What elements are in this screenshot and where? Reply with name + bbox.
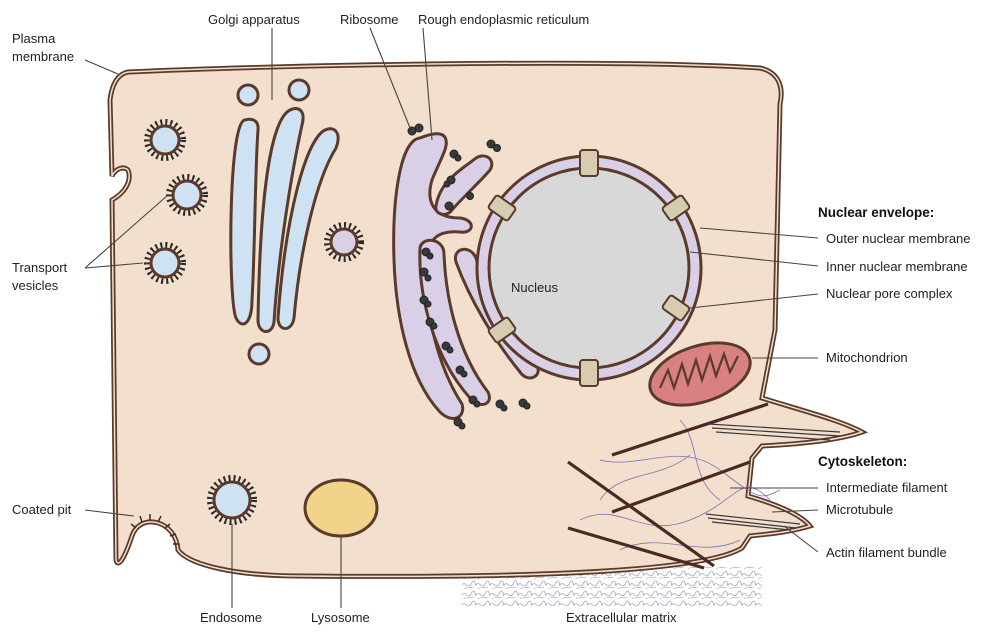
label-mitochondrion: Mitochondrion — [826, 350, 908, 365]
label-inner-nuclear-membrane: Inner nuclear membrane — [826, 259, 968, 274]
label-outer-nuclear-membrane: Outer nuclear membrane — [826, 231, 971, 246]
label-transport-vesicles-1: Transport — [12, 260, 68, 275]
label-ribosome: Ribosome — [340, 12, 399, 27]
lysosome — [305, 480, 377, 536]
label-lysosome: Lysosome — [311, 610, 370, 625]
label-plasma-membrane-1: Plasma — [12, 31, 56, 46]
label-actin-filament-bundle: Actin filament bundle — [826, 545, 947, 560]
label-transport-vesicles-2: vesicles — [12, 278, 59, 293]
label-extracellular-matrix: Extracellular matrix — [566, 610, 677, 625]
label-intermediate-filament: Intermediate filament — [826, 480, 948, 495]
label-rough-er: Rough endoplasmic reticulum — [418, 12, 589, 27]
label-nuclear-envelope: Nuclear envelope: — [818, 205, 934, 220]
label-cytoskeleton: Cytoskeleton: — [818, 454, 907, 469]
label-microtubule: Microtubule — [826, 502, 893, 517]
label-coated-pit: Coated pit — [12, 502, 72, 517]
label-nucleus: Nucleus — [511, 280, 558, 295]
label-golgi-apparatus: Golgi apparatus — [208, 12, 300, 27]
label-plasma-membrane-2: membrane — [12, 49, 74, 64]
label-endosome: Endosome — [200, 610, 262, 625]
label-nuclear-pore-complex: Nuclear pore complex — [826, 286, 953, 301]
